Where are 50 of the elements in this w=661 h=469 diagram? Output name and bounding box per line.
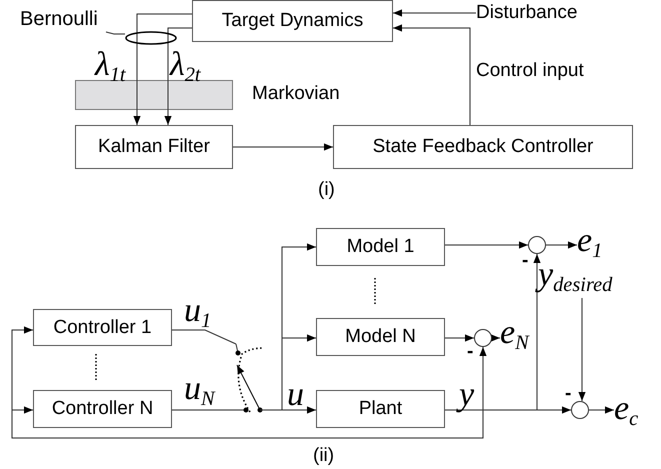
arrow <box>266 334 316 410</box>
arrow <box>546 241 578 249</box>
block-box <box>316 228 445 266</box>
block-box <box>33 309 172 346</box>
block-box <box>316 318 445 356</box>
annotation-text: Bernoulli <box>20 8 106 32</box>
minus-sign: - <box>467 341 474 363</box>
arrow <box>392 24 470 126</box>
arrow <box>164 110 172 126</box>
signal-line <box>168 28 192 80</box>
minus-sign: - <box>565 383 572 405</box>
block-label: Plant <box>358 398 402 420</box>
arrow <box>133 110 141 126</box>
signal-symbol: u$_{1}$ <box>184 294 212 332</box>
arrow <box>232 143 334 151</box>
arrow <box>578 298 586 402</box>
arrow <box>444 254 541 410</box>
panel-label: (i) <box>318 179 335 201</box>
minus-sign: - <box>522 250 528 272</box>
block-label: Model N <box>345 326 416 348</box>
arrow <box>491 334 500 342</box>
arrow <box>392 9 476 17</box>
arrow <box>444 241 528 249</box>
panel-label: (ii) <box>313 445 334 467</box>
edge-label: Control input <box>476 60 584 82</box>
block-box <box>33 390 172 428</box>
signal-symbol: e$_{c}$ <box>614 392 658 436</box>
block-box <box>75 125 233 169</box>
signal-symbol: e$_{1}$ <box>577 224 621 264</box>
signal-symbol: λ$_{1t}$ <box>95 48 126 86</box>
block-label: Controller 1 <box>53 316 152 338</box>
leader-line <box>106 32 126 34</box>
block-label: State Feedback Controller <box>372 136 594 158</box>
signal-line <box>136 14 192 80</box>
signal-symbol: u$_{N}$ <box>184 372 215 410</box>
block-label: Kalman Filter <box>98 136 210 158</box>
signal-symbol: e$_{N}$ <box>500 316 550 356</box>
block-label: Target Dynamics <box>222 10 364 32</box>
block-box <box>333 125 633 169</box>
signal-line <box>172 330 236 344</box>
block-box <box>192 0 393 42</box>
block-label: Model 1 <box>346 236 414 258</box>
block-label: Controller N <box>52 398 154 420</box>
block-box <box>316 390 445 428</box>
arrow <box>588 406 614 414</box>
arrow <box>444 334 474 342</box>
signal-symbol: u <box>287 378 304 412</box>
input-label: Disturbance <box>476 2 612 28</box>
band-label: Markovian <box>252 83 340 105</box>
signal-symbol: λ$_{2t}$ <box>170 48 201 86</box>
